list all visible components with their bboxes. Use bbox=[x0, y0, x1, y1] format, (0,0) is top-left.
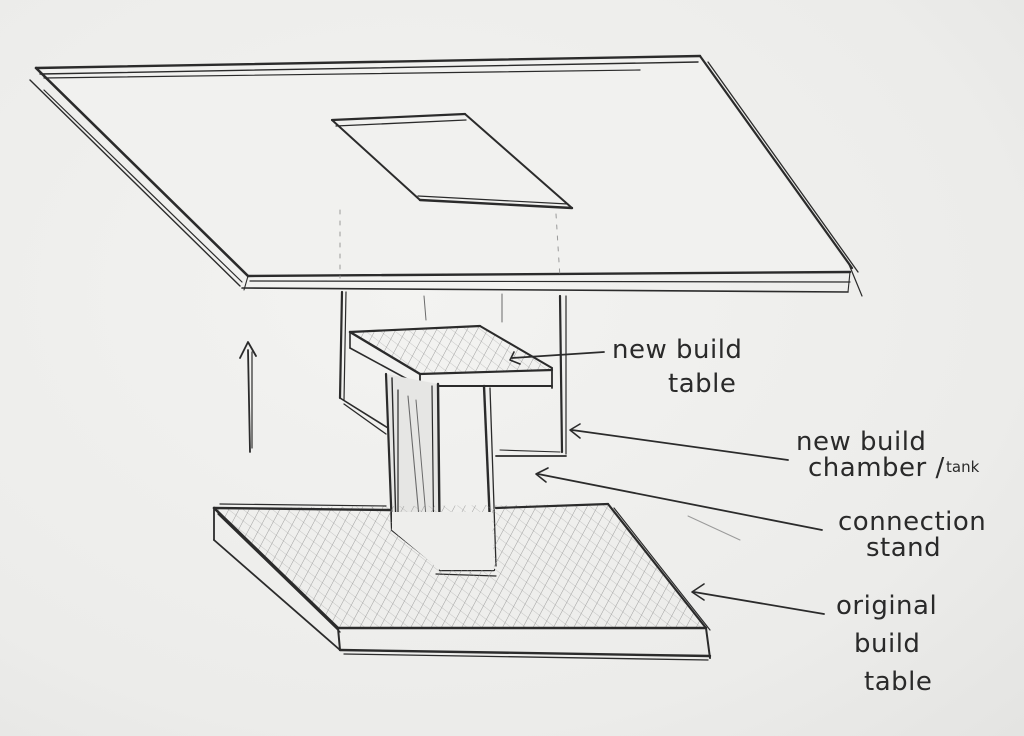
label-original-build-table-line2: build bbox=[854, 629, 920, 659]
label-connection-stand-line2: stand bbox=[866, 533, 941, 563]
vertical-motion-arrow bbox=[240, 342, 256, 452]
label-original-build-table: original build table bbox=[836, 591, 937, 697]
label-new-build-table-line2: table bbox=[668, 369, 736, 399]
label-new-build-table-line1: new build bbox=[612, 335, 742, 365]
label-original-build-table-line3: table bbox=[864, 667, 932, 697]
label-original-build-table-line1: original bbox=[836, 591, 937, 621]
label-new-build-table: new build table bbox=[612, 335, 742, 399]
label-new-build-chamber: new build chamber / tank bbox=[796, 427, 980, 483]
label-new-build-chamber-line3: tank bbox=[946, 458, 980, 476]
label-new-build-chamber-line2: chamber / bbox=[808, 453, 945, 483]
top-chamber-plate bbox=[30, 56, 862, 296]
original-build-table bbox=[214, 504, 710, 660]
label-connection-stand: connection stand bbox=[838, 507, 986, 563]
